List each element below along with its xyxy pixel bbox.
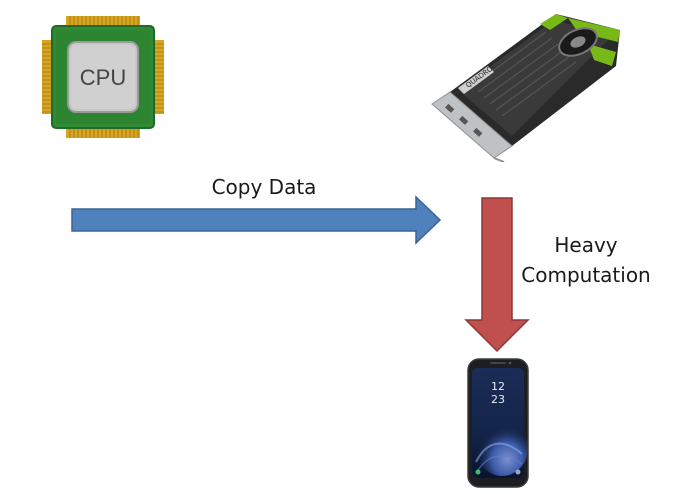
smartphone-icon: 12 23 <box>467 358 529 488</box>
heavy-computation-label: Heavy Computation <box>516 230 656 290</box>
gpu-card-icon: QUADRO <box>431 14 620 162</box>
heavy-label-line1: Heavy <box>554 233 618 257</box>
heavy-label-line2: Computation <box>521 263 651 287</box>
copy-arrow-shape <box>71 195 442 245</box>
cpu-chip-text: CPU <box>80 65 126 90</box>
phone-call-icon <box>475 469 481 475</box>
copy-data-label: Copy Data <box>211 175 317 199</box>
phone-time-hour: 12 <box>491 380 505 393</box>
phone-time-minute: 23 <box>491 393 505 406</box>
phone-camera-icon <box>515 469 521 475</box>
cpu-icon: CPU <box>42 16 164 138</box>
